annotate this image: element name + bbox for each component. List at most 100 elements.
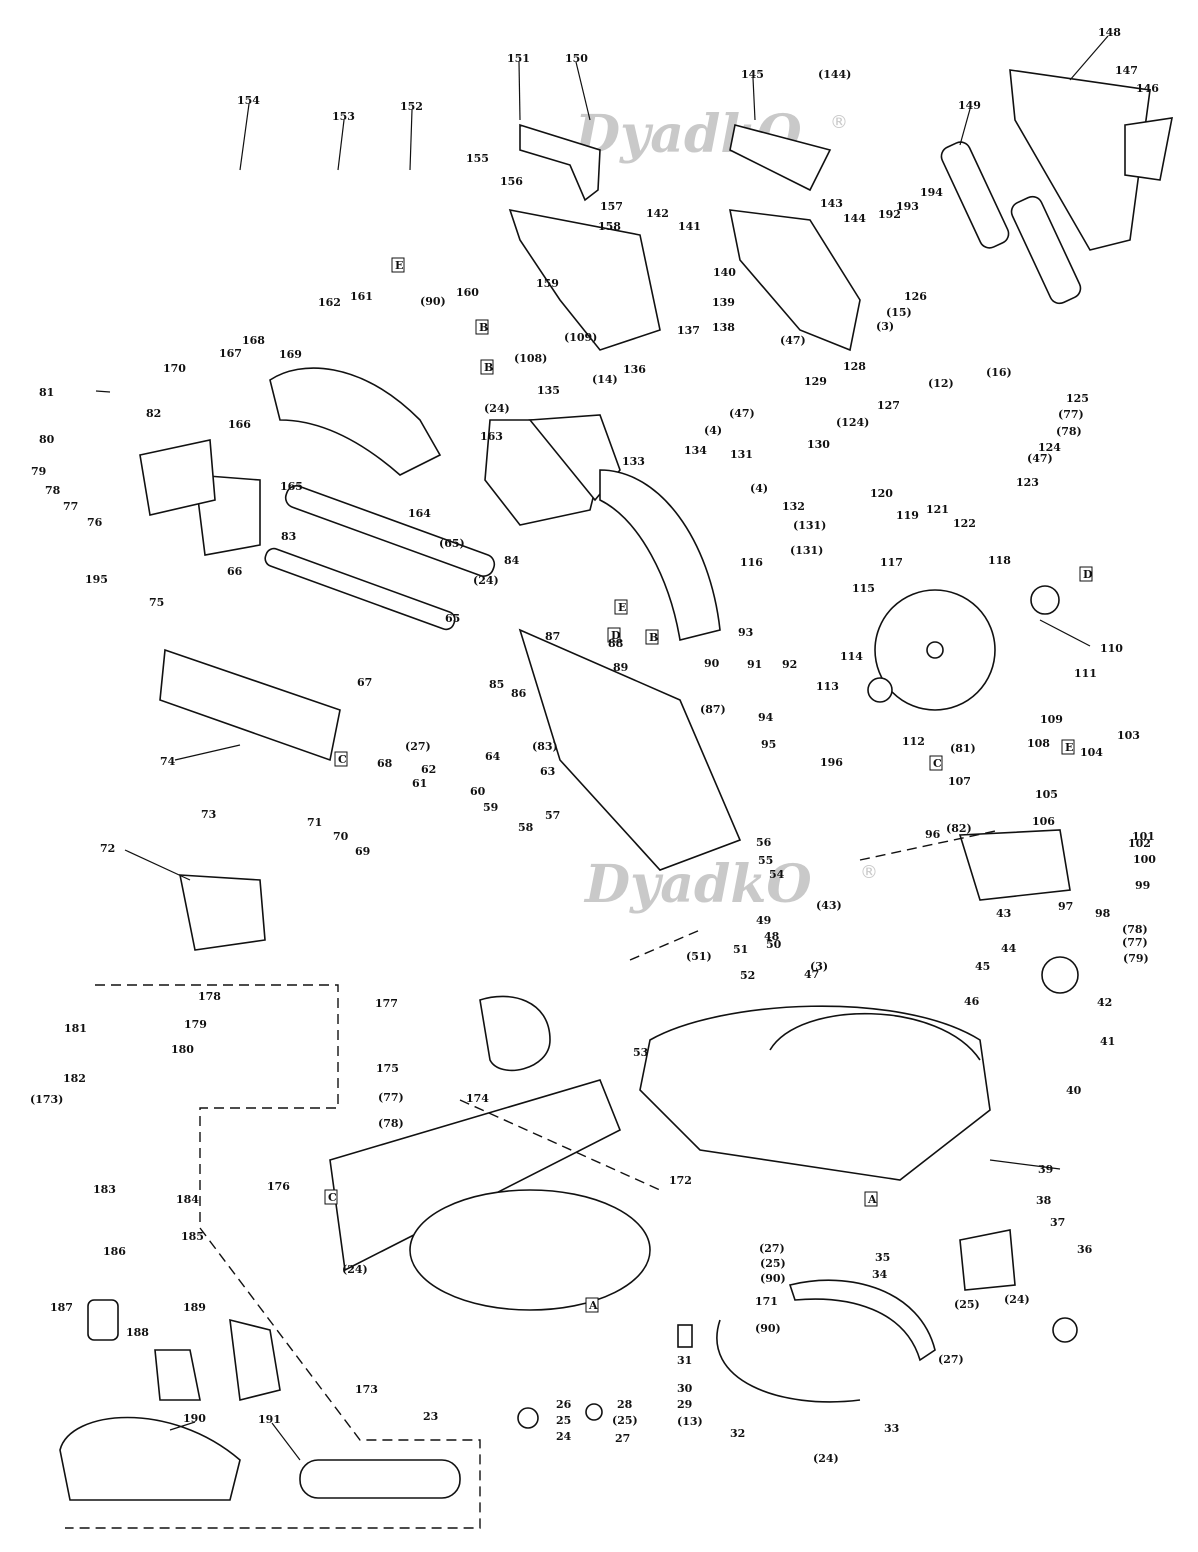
part-number-label: 189 — [183, 1301, 206, 1314]
part-number-label: 85 — [489, 678, 504, 691]
part-number-label: (109) — [564, 331, 597, 344]
part-number-label: (78) — [1056, 425, 1082, 438]
cover-146 — [1124, 117, 1174, 181]
part-number-label: (24) — [473, 574, 499, 587]
part-number-label: 101 — [1132, 830, 1155, 843]
part-number-label: 30 — [677, 1382, 693, 1395]
part-number-label: 168 — [242, 334, 265, 347]
part-number-label: (90) — [760, 1272, 786, 1285]
rail-67 — [264, 547, 456, 631]
part-number-label: 167 — [219, 347, 242, 360]
part-number-label: 152 — [400, 100, 423, 113]
part-number-label: 178 — [198, 990, 221, 1003]
callout-tag: C — [933, 757, 942, 770]
part-number-label: 44 — [1001, 942, 1017, 955]
part-number-label: (87) — [700, 703, 726, 716]
handle-cover-151 — [519, 123, 601, 202]
motor-body — [528, 414, 621, 502]
callout-tag: B — [649, 631, 658, 644]
part-number-label: 70 — [333, 830, 349, 843]
part-number-label: 116 — [740, 556, 763, 569]
part-number-label: 102 — [1128, 837, 1151, 850]
part-number-label: 196 — [820, 756, 843, 769]
part-number-label: 172 — [669, 1174, 692, 1187]
part-number-label: 195 — [85, 573, 108, 586]
washer-28 — [585, 1403, 603, 1421]
part-number-label: 166 — [228, 418, 251, 431]
callout-tag: D — [611, 629, 621, 642]
part-number-label: 89 — [613, 661, 628, 674]
part-number-label: 118 — [988, 554, 1011, 567]
part-number-label: 49 — [756, 914, 771, 927]
part-number-label: (47) — [780, 334, 806, 347]
part-number-label: 98 — [1095, 907, 1111, 920]
adapter-187 — [87, 1299, 119, 1341]
part-number-label: 119 — [896, 509, 919, 522]
part-number-label: 37 — [1050, 1216, 1065, 1229]
part-number-label: 187 — [50, 1301, 73, 1314]
part-number-label: 50 — [766, 938, 782, 951]
part-number-label: 158 — [598, 220, 621, 233]
part-number-label: 137 — [677, 324, 700, 337]
part-number-label: 69 — [355, 845, 370, 858]
part-number-label: 29 — [677, 1398, 692, 1411]
part-number-label: 88 — [608, 637, 624, 650]
part-number-label: 25 — [556, 1414, 571, 1427]
part-number-label: 93 — [738, 626, 753, 639]
part-number-label: (82) — [946, 822, 972, 835]
part-number-label: 63 — [540, 765, 555, 778]
part-number-label: (78) — [378, 1117, 404, 1130]
part-number-label: 58 — [518, 821, 534, 834]
part-number-label: (81) — [950, 742, 976, 755]
part-number-label: 77 — [63, 500, 78, 513]
part-number-label: 141 — [678, 220, 701, 233]
part-number-label: 38 — [1036, 1194, 1052, 1207]
part-number-label: (25) — [612, 1414, 638, 1427]
part-number-label: 156 — [500, 175, 523, 188]
part-number-label: 135 — [537, 384, 560, 397]
part-number-label: 34 — [872, 1268, 888, 1281]
dust-chute-177 — [479, 995, 551, 1072]
part-number-label: 125 — [1066, 392, 1089, 405]
part-number-label: 147 — [1115, 64, 1138, 77]
part-number-label: (173) — [30, 1093, 63, 1106]
part-number-label: 47 — [804, 968, 819, 981]
part-number-label: (4) — [750, 482, 768, 495]
part-number-label: (51) — [686, 950, 712, 963]
part-number-label: 134 — [684, 444, 707, 457]
part-number-label: (90) — [420, 295, 446, 308]
part-number-label: 72 — [100, 842, 115, 855]
part-number-label: 81 — [39, 386, 54, 399]
part-number-label: 173 — [355, 1383, 378, 1396]
callout-tag: A — [867, 1193, 877, 1206]
watermark-mark: ® — [860, 862, 878, 883]
part-number-label: 97 — [1058, 900, 1073, 913]
part-number-label: 151 — [507, 52, 530, 65]
part-number-label: 42 — [1097, 996, 1112, 1009]
callout-tag: D — [1083, 568, 1093, 581]
handle-grip-145 — [729, 124, 832, 192]
part-number-label: (25) — [954, 1298, 980, 1311]
part-number-label: 41 — [1100, 1035, 1115, 1048]
part-number-label: 76 — [87, 516, 103, 529]
bevel-lock-96 — [958, 829, 1071, 901]
part-number-label: 78 — [45, 484, 61, 497]
part-number-label: 142 — [646, 207, 669, 220]
part-number-label: 117 — [880, 556, 903, 569]
part-number-label: 60 — [470, 785, 486, 798]
part-number-label: 105 — [1035, 788, 1058, 801]
part-number-label: (24) — [484, 402, 510, 415]
accessory-boundary — [65, 984, 481, 1529]
part-number-label: (14) — [592, 373, 618, 386]
part-number-label: 176 — [267, 1180, 290, 1193]
part-number-label: 129 — [804, 375, 827, 388]
part-number-label: 46 — [964, 995, 980, 1008]
part-number-label: 86 — [511, 687, 527, 700]
part-number-label: (131) — [793, 519, 826, 532]
part-number-label: 127 — [877, 399, 900, 412]
part-number-label: 192 — [878, 208, 901, 221]
watermark-text: DyadkO — [583, 854, 812, 915]
part-number-label: 128 — [843, 360, 866, 373]
part-number-label: (3) — [876, 320, 894, 333]
